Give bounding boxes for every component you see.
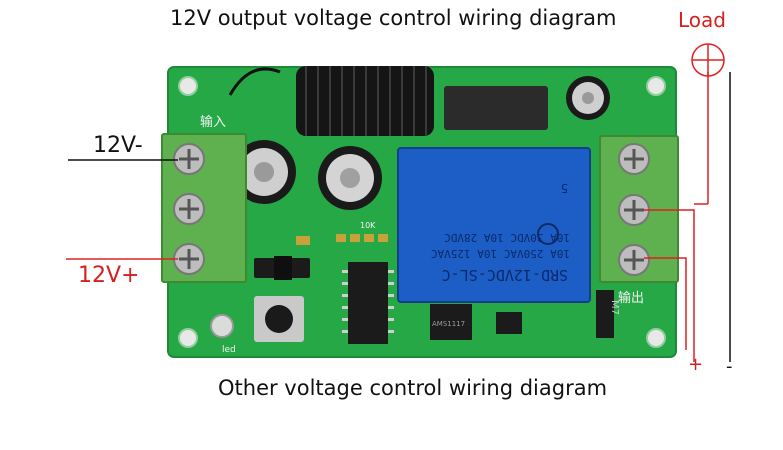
- input-terminal-block: [161, 133, 247, 283]
- mounting-hole: [646, 328, 666, 348]
- ic-chip: [342, 262, 394, 344]
- diagram-title: 12V output voltage control wiring diagra…: [170, 6, 617, 30]
- capacitor: [566, 76, 610, 120]
- jumper-cap: [274, 256, 292, 280]
- terminal-screw: [618, 244, 650, 276]
- ccc-mark-icon: [537, 223, 559, 245]
- input-negative-label: 12V-: [93, 133, 143, 158]
- load-lamp-icon: [691, 43, 725, 77]
- diode: M7: [596, 290, 620, 338]
- output-negative-label: -: [726, 356, 733, 377]
- mounting-hole: [178, 76, 198, 96]
- input-marking: 输入: [200, 114, 226, 130]
- diagram-subtitle: Other voltage control wiring diagram: [218, 376, 608, 400]
- receiver-module: [444, 86, 548, 130]
- relay-rating-1: 10A 250VAC 10A 125VAC: [431, 247, 570, 260]
- led-marking: led: [222, 345, 236, 355]
- mounting-hole: [646, 76, 666, 96]
- output-marking: 输出: [618, 290, 644, 306]
- terminal-screw: [173, 193, 205, 225]
- relay-rating-2: 10A 30VDC 10A 28VDC: [444, 231, 570, 244]
- led-indicator: [210, 314, 234, 338]
- terminal-screw: [618, 143, 650, 175]
- relay: SRD-12VDC-SL-C 10A 250VAC 10A 125VAC 10A…: [397, 147, 591, 303]
- voltage-regulator-chip: AMS1117: [430, 304, 472, 340]
- mounting-hole: [178, 328, 198, 348]
- cap-marking: 10K: [360, 221, 376, 230]
- smd-components: [296, 234, 388, 245]
- capacitor: [232, 140, 296, 204]
- load-supply-wire: [644, 209, 695, 362]
- load-label: Load: [678, 8, 726, 32]
- antenna-coil: [228, 66, 434, 136]
- transistor: [496, 312, 522, 334]
- terminal-screw: [173, 143, 205, 175]
- relay-pin-label: 5: [561, 181, 568, 195]
- diode-marking: M7: [609, 300, 620, 315]
- output-positive-label: +: [688, 354, 704, 375]
- learn-button[interactable]: [254, 296, 304, 342]
- terminal-screw: [173, 243, 205, 275]
- input-positive-label: 12V+: [78, 263, 140, 288]
- output-positive-wire: [644, 257, 687, 350]
- ic-marking: AMS1117: [432, 320, 465, 328]
- output-terminal-block: [599, 135, 679, 283]
- relay-model: SRD-12VDC-SL-C: [442, 266, 568, 284]
- capacitor: [318, 146, 382, 210]
